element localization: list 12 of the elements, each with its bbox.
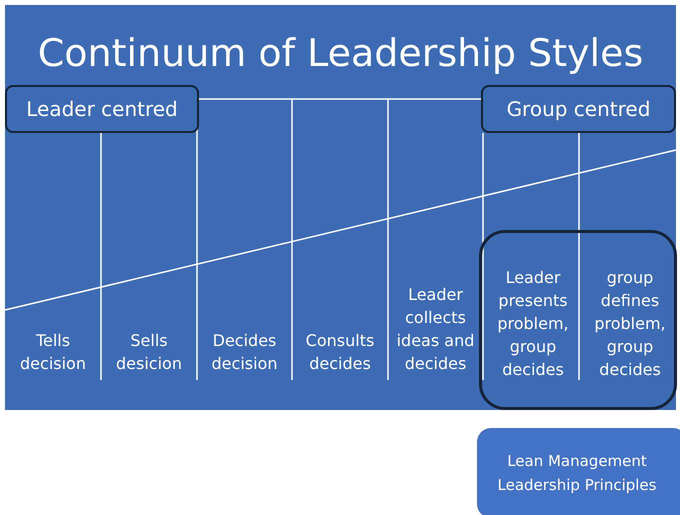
column-label: Leader collects ideas and decides bbox=[388, 250, 483, 375]
column-label: Decides decision bbox=[197, 250, 292, 375]
column-label: Sells desicion bbox=[101, 250, 197, 375]
highlight-frame bbox=[479, 230, 677, 410]
column-label: Leader presents problem, group decides bbox=[484, 253, 582, 381]
column-label: Tells decision bbox=[5, 250, 101, 375]
column-label: Consults decides bbox=[292, 250, 388, 375]
title: Continuum of Leadership Styles bbox=[36, 30, 644, 77]
header-box: Leader centred bbox=[5, 85, 199, 133]
info-box: Lean Management Leadership Principles bbox=[477, 428, 680, 515]
header-box: Group centred bbox=[481, 85, 676, 133]
column-label: group defines problem, group decides bbox=[582, 253, 678, 381]
